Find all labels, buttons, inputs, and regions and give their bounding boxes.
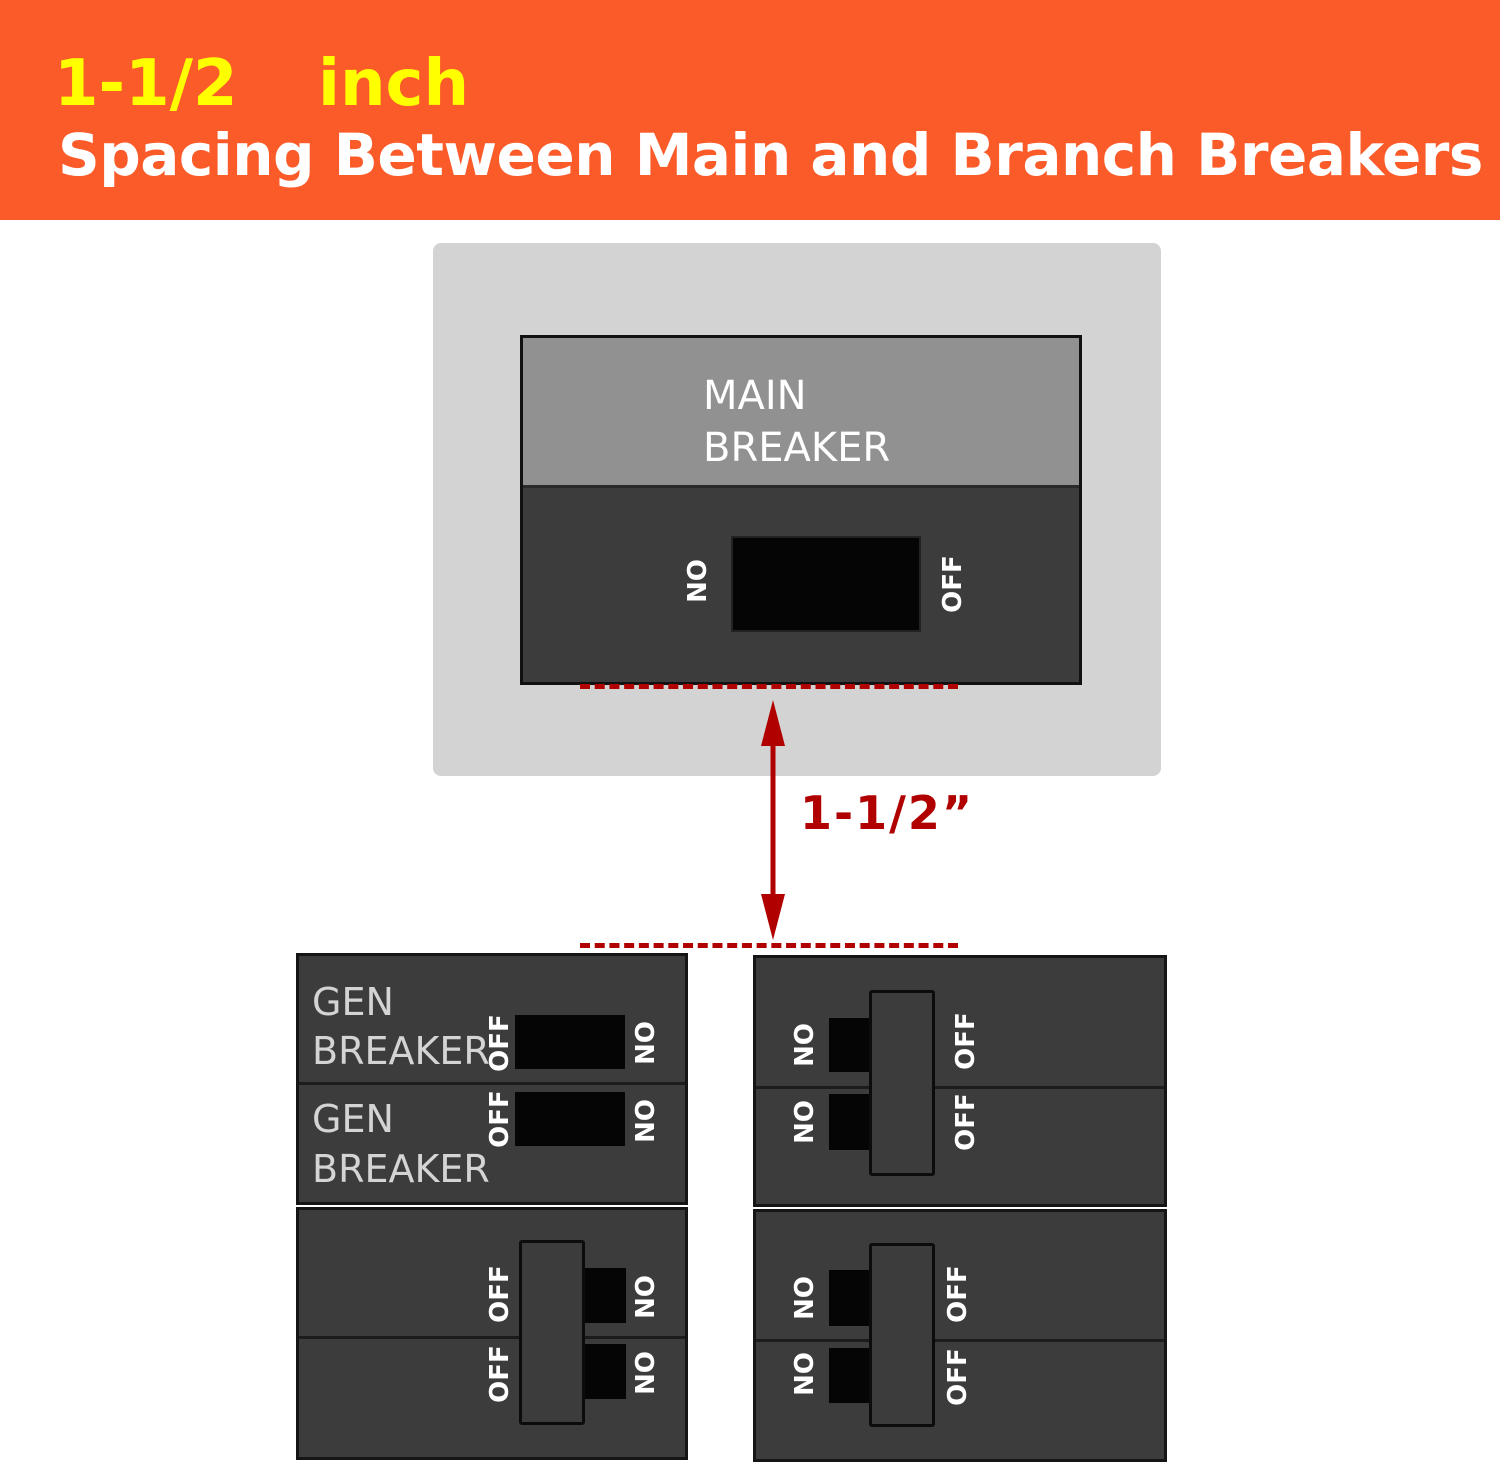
tie-handle-left-bottom[interactable]: [519, 1240, 585, 1425]
on-label: ON: [787, 1100, 817, 1144]
main-breaker-label-line2: BREAKER: [703, 425, 891, 471]
gen-breaker-2-switch[interactable]: [515, 1092, 625, 1146]
gen-breaker-block: [296, 953, 688, 1205]
off-label: OFF: [943, 1265, 973, 1323]
header-measure: 1-1/2: [54, 47, 238, 121]
branch-breaker-divider: [756, 1086, 1164, 1089]
main-breaker-toggle[interactable]: [731, 536, 921, 632]
main-breaker-label-line1: MAIN: [703, 373, 807, 419]
gen-breaker-1-line1: GEN: [312, 980, 394, 1024]
off-label: OFF: [943, 1348, 973, 1406]
off-label: OFF: [951, 1012, 981, 1070]
off-label: OFF: [485, 1265, 515, 1323]
gen-breaker-1-switch[interactable]: [515, 1015, 625, 1069]
dimension-arrow: [761, 700, 785, 940]
on-label: ON: [787, 1352, 817, 1396]
branch-breaker-right-top: [753, 955, 1167, 1207]
branch-breaker-right-bottom: [753, 1209, 1167, 1462]
on-label: ON: [787, 1276, 817, 1320]
main-breaker-on-label: ON: [680, 559, 710, 603]
main-breaker-label-area: [523, 338, 1079, 488]
gen-breaker-2-line1: GEN: [312, 1097, 394, 1141]
on-label: ON: [628, 1351, 658, 1395]
gen-breaker-1-off-label: OFF: [485, 1014, 515, 1072]
gen-breaker-2-on-label: ON: [628, 1099, 658, 1143]
branch-switch-left-bottom-2[interactable]: [578, 1344, 626, 1399]
branch-breaker-divider: [756, 1339, 1164, 1342]
on-label: ON: [787, 1023, 817, 1067]
main-breaker-off-label: OFF: [938, 555, 968, 613]
dimension-label: 1-1/2”: [800, 786, 975, 840]
off-label: OFF: [951, 1093, 981, 1151]
main-breaker-edge-line: [580, 684, 958, 689]
gen-breaker-2-line2: BREAKER: [312, 1147, 490, 1191]
off-label: OFF: [485, 1345, 515, 1403]
main-breaker: MAIN BREAKER ON OFF: [520, 335, 1082, 685]
branch-breaker-divider: [299, 1336, 685, 1339]
header-subtitle: Spacing Between Main and Branch Breakers: [58, 121, 1483, 189]
tie-handle-right-top[interactable]: [869, 990, 935, 1176]
branch-breaker-left-bottom: [296, 1207, 688, 1460]
gen-breaker-1-line2: BREAKER: [312, 1029, 490, 1073]
gen-breaker-divider: [299, 1082, 685, 1085]
gen-breaker-1-on-label: ON: [628, 1021, 658, 1065]
header-banner: [0, 0, 1500, 220]
header-unit: inch: [318, 47, 469, 121]
branch-breaker-edge-line: [580, 943, 958, 948]
branch-switch-left-bottom-1[interactable]: [578, 1268, 626, 1323]
gen-breaker-2-off-label: OFF: [485, 1090, 515, 1148]
on-label: ON: [628, 1275, 658, 1319]
tie-handle-right-bottom[interactable]: [869, 1243, 935, 1427]
